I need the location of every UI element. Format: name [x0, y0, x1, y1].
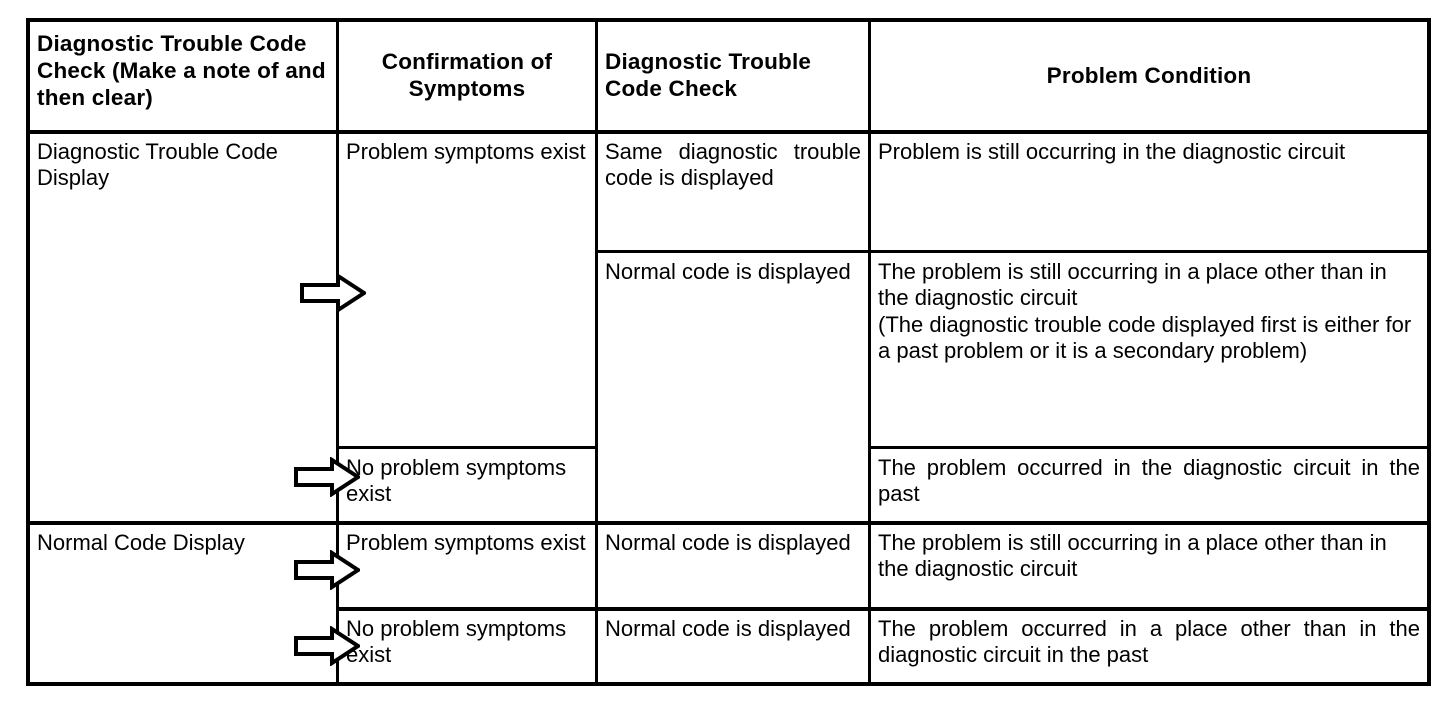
g1-r1-dtc-check-text: Same diagnostic trouble code is displaye… [605, 139, 861, 191]
header-confirmation-text: Confirmation of Symptoms [381, 49, 553, 101]
g2-r1-confirmation: Problem symptoms exist [339, 524, 595, 607]
g1-r2-problem-condition-line2: (The diagnostic trouble code displayed f… [878, 311, 1412, 364]
col-divider-3 [868, 22, 871, 686]
g1-r1-problem-condition-text: Problem is still occurring in the diagno… [878, 139, 1346, 164]
flow-arrow-3 [294, 550, 360, 590]
g1-r2-problem-condition-line1: The problem is still occurring in a plac… [878, 259, 1387, 311]
header-problem-condition: Problem Condition [871, 22, 1427, 130]
g2-r2-dtc-check: Normal code is displayed [598, 610, 868, 686]
group-separator-rule [30, 521, 1427, 525]
g2-r2-confirmation-text: No problem symptoms exist [346, 616, 567, 668]
header-problem-condition-text: Problem Condition [1046, 63, 1252, 88]
row-rule-2-col4 [868, 446, 1427, 449]
g1-r2-problem-condition: The problem is still occurring in a plac… [871, 253, 1427, 521]
g1-r1-confirmation-text: Problem symptoms exist [346, 139, 586, 164]
g2-r1-confirmation-text: Problem symptoms exist [346, 530, 586, 555]
g1-r3-confirmation-text: No problem symptoms exist [346, 455, 567, 507]
g2-r2-dtc-check-text: Normal code is displayed [605, 616, 851, 641]
flow-arrow-1 [300, 273, 366, 313]
g2-r2-problem-condition: The problem occurred in a place other th… [871, 610, 1427, 686]
g1-r3-confirmation: No problem symptoms exist [339, 449, 595, 521]
g2-r1-problem-condition: The problem is still occurring in a plac… [871, 524, 1427, 607]
row-rule-3 [336, 607, 1427, 611]
g1-r3-problem-condition: The problem occurred in the diagnostic c… [871, 449, 1427, 521]
header-dtc-check: Diagnostic Trouble Code Check [598, 22, 868, 130]
table-gridlines [30, 22, 1427, 686]
row-rule-1 [595, 250, 1427, 253]
g2-r1-dtc-check: Normal code is displayed [598, 524, 868, 607]
g2-r2-confirmation: No problem symptoms exist [339, 610, 595, 686]
header-dtc-check-text: Diagnostic Trouble Code Check [605, 49, 812, 101]
group-1-label-cell: Diagnostic Trouble Code Display [30, 133, 336, 521]
g1-r1-problem-condition: Problem is still occurring in the diagno… [871, 133, 1427, 250]
col-divider-2 [595, 22, 598, 686]
g2-r1-dtc-check-text: Normal code is displayed [605, 530, 851, 555]
diagnostic-table: Diagnostic Trouble Code Check (Make a no… [26, 18, 1431, 686]
flow-arrow-2 [294, 457, 360, 497]
row-rule-2-col2 [336, 446, 598, 449]
flow-arrow-4 [294, 626, 360, 666]
group-1-label: Diagnostic Trouble Code Display [37, 139, 278, 191]
header-confirmation: Confirmation of Symptoms [339, 22, 595, 130]
header-bottom-rule [30, 130, 1427, 134]
g1-r3-problem-condition-text: The problem occurred in the diagnostic c… [878, 455, 1420, 507]
g1-r1-dtc-check: Same diagnostic trouble code is displaye… [598, 133, 868, 250]
header-dtc-check-clear-text: Diagnostic Trouble Code Check (Make a no… [37, 31, 326, 110]
group-2-label-cell: Normal Code Display [30, 524, 336, 686]
header-dtc-check-clear: Diagnostic Trouble Code Check (Make a no… [30, 22, 336, 130]
g2-r2-problem-condition-text: The problem occurred in a place other th… [878, 616, 1420, 668]
g2-r1-problem-condition-text: The problem is still occurring in a plac… [878, 530, 1387, 582]
col-divider-1 [336, 22, 339, 686]
g1-r2-dtc-check: Normal code is displayed [598, 253, 868, 446]
g1-r1-confirmation: Problem symptoms exist [339, 133, 595, 446]
group-2-label: Normal Code Display [37, 530, 245, 555]
g1-r2-dtc-check-text: Normal code is displayed [605, 259, 851, 284]
